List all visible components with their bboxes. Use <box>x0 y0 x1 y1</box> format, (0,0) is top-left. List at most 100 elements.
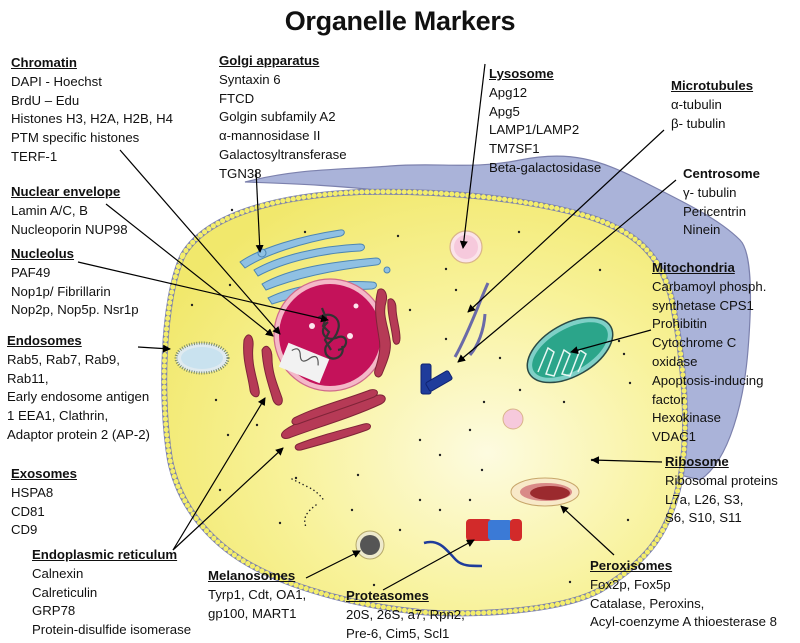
heading-microtubules: Microtubules <box>671 78 754 93</box>
marker-item: Golgin subfamily A2 <box>219 109 336 125</box>
label-chromatin: Chromatin DAPI - Hoechst BrdU – Edu Hist… <box>11 54 173 167</box>
heading-melanosomes: Melanosomes <box>208 568 296 583</box>
marker-item: LAMP1/LAMP2 <box>489 122 580 138</box>
mitochondrion <box>526 316 614 384</box>
label-endosomes: Endosomes Rab5, Rab7, Rab9, Rab11, Early… <box>7 332 150 445</box>
heading-centrosome: Centrosome <box>683 166 760 181</box>
arrow-centrosome <box>457 179 677 363</box>
rough-er <box>243 288 401 451</box>
heading-er: Endoplasmic reticulum <box>32 547 178 562</box>
marker-item: Fox2p, Fox5p <box>590 576 671 592</box>
endosome <box>174 341 230 375</box>
heading-endosomes: Endosomes <box>7 333 82 348</box>
marker-item: FTCD <box>219 90 255 106</box>
leader-lines <box>77 63 677 591</box>
heading-lysosome: Lysosome <box>489 66 554 81</box>
label-ribosome: Ribosome Ribosomal proteins L7a, L26, S3… <box>665 453 778 528</box>
marker-item: VDAC1 <box>652 429 696 445</box>
heading-proteasomes: Proteasomes <box>346 588 429 603</box>
peroxisome <box>510 477 580 507</box>
marker-item: Rab5, Rab7, Rab9, <box>7 351 120 367</box>
label-exosomes: Exosomes HSPA8 CD81 CD9 <box>11 465 77 540</box>
lysosome-small <box>502 408 524 430</box>
marker-item: Tyrp1, Cdt, OA1, <box>208 586 307 602</box>
marker-item: Prohibitin <box>652 316 707 332</box>
polyribosome <box>291 478 325 502</box>
arrow-melanosomes <box>305 550 361 579</box>
marker-item: Catalase, Peroxins, <box>590 595 705 611</box>
arrow-nucleolus <box>77 261 329 323</box>
heading-golgi: Golgi apparatus <box>219 53 320 68</box>
cell-membrane <box>161 188 689 617</box>
marker-item: HSPA8 <box>11 484 54 500</box>
marker-item: Adaptor protein 2 (AP-2) <box>7 426 150 442</box>
arrow-nuclear-envelope <box>105 203 274 337</box>
nucleus <box>273 278 387 392</box>
marker-item: 1 EEA1, Clathrin, <box>7 408 109 424</box>
label-peroxisomes: Peroxisomes Fox2p, Fox5p Catalase, Perox… <box>590 557 777 632</box>
label-er: Endoplasmic reticulum Calnexin Calreticu… <box>32 546 191 640</box>
marker-item: γ- tubulin <box>683 184 737 200</box>
heading-peroxisomes: Peroxisomes <box>590 558 673 573</box>
marker-item: Calreticulin <box>32 584 98 600</box>
marker-item: α-mannosidase II <box>219 128 321 144</box>
marker-item: Nop2p, Nop5p. Nsr1p <box>11 302 139 318</box>
label-centrosome: Centrosome γ- tubulin Pericentrin Ninein <box>683 165 760 240</box>
marker-item: TERF-1 <box>11 148 58 164</box>
marker-item: Nop1p/ Fibrillarin <box>11 283 111 299</box>
marker-item: Ninein <box>683 222 721 238</box>
marker-item: PAF49 <box>11 264 51 280</box>
label-microtubules: Microtubules α-tubulin β- tubulin <box>671 77 753 133</box>
label-lysosome: Lysosome Apg12 Apg5 LAMP1/LAMP2 TM7SF1 B… <box>489 65 601 178</box>
marker-item: Early endosome antigen <box>7 389 150 405</box>
marker-item: Apg12 <box>489 84 528 100</box>
marker-item: BrdU – Edu <box>11 92 80 108</box>
heading-nucleolus: Nucleolus <box>11 246 75 261</box>
label-nucleolus: Nucleolus PAF49 Nop1p/ Fibrillarin Nop2p… <box>11 245 139 320</box>
marker-item: Ribosomal proteins <box>665 472 778 488</box>
arrow-chromatin <box>119 149 281 335</box>
marker-item: TGN38 <box>219 165 262 181</box>
marker-item: TM7SF1 <box>489 141 540 157</box>
arrow-proteasomes <box>382 539 475 591</box>
arrow-golgi <box>255 169 264 253</box>
melanosome <box>355 530 385 560</box>
label-melanosomes: Melanosomes Tyrp1, Cdt, OA1, gp100, MART… <box>208 567 306 623</box>
arrow-peroxisomes <box>560 505 615 556</box>
marker-item: Rab11, <box>7 370 49 386</box>
label-golgi: Golgi apparatus Syntaxin 6 FTCD Golgin s… <box>219 52 347 184</box>
marker-item: Pericentrin <box>683 203 747 219</box>
marker-item: PTM specific histones <box>11 130 140 146</box>
label-proteasomes: Proteasomes 20S, 26S, a7, Rpn2, Pre-6, C… <box>346 587 465 643</box>
arrow-mitochondria <box>570 329 652 355</box>
marker-item: Apoptosis-inducing <box>652 372 764 388</box>
page-title: Organelle Markers <box>284 6 516 36</box>
marker-item: CD81 <box>11 503 45 519</box>
marker-item: L7a, L26, S3, <box>665 491 744 507</box>
marker-item: Apg5 <box>489 103 520 119</box>
marker-item: Hexokinase <box>652 410 721 426</box>
marker-item: Cytochrome C <box>652 335 737 351</box>
marker-item: GRP78 <box>32 603 76 619</box>
marker-item: Beta-galactosidase <box>489 159 602 175</box>
marker-item: Galactosyltransferase <box>219 146 347 162</box>
marker-item: DAPI - Hoechst <box>11 73 102 89</box>
label-mitochondria: Mitochondria Carbamoyl phosph. synthetas… <box>652 259 766 447</box>
cell-membrane-beads <box>161 189 688 616</box>
arrow-er-1 <box>172 397 266 551</box>
marker-item: Calnexin <box>32 565 84 581</box>
lysosome <box>449 230 483 264</box>
centrosome <box>420 363 453 395</box>
arrow-endosomes <box>137 344 171 353</box>
heading-nuclear-envelope: Nuclear envelope <box>11 184 121 199</box>
arrow-er-2 <box>172 447 284 551</box>
heading-chromatin: Chromatin <box>11 55 77 70</box>
nucleolus-telomere <box>278 342 330 384</box>
marker-item: Lamin A/C, B <box>11 202 88 218</box>
marker-item: S6, S10, S11 <box>665 510 742 526</box>
marker-item: CD9 <box>11 522 38 538</box>
marker-item: oxidase <box>652 353 698 369</box>
marker-item: Nucleoporin NUP98 <box>11 221 128 237</box>
marker-item: Pre-6, Cim5, Scl1 <box>346 625 450 641</box>
